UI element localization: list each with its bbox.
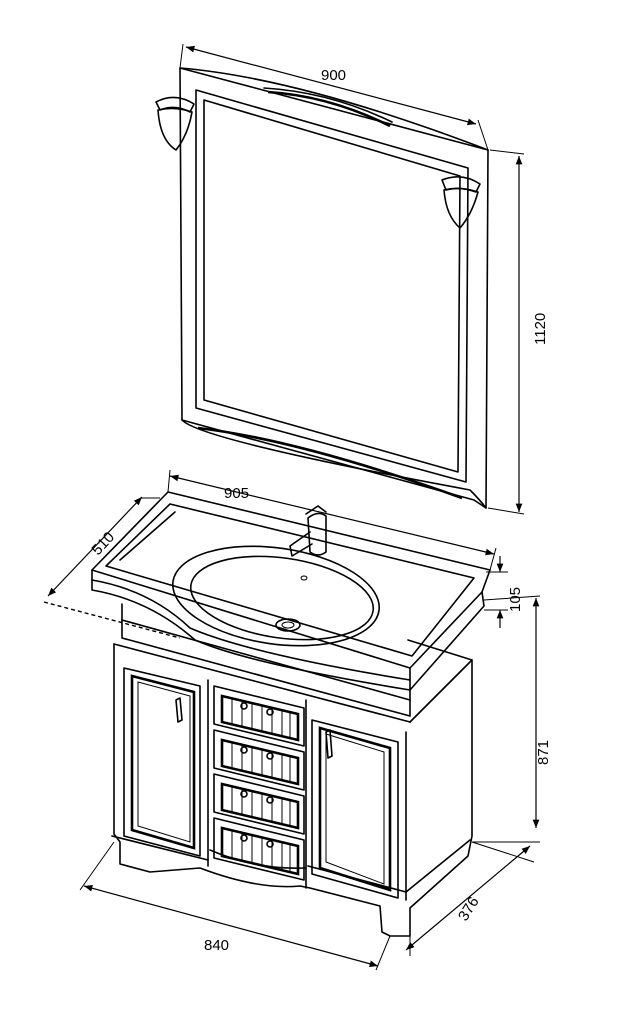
sink-countertop xyxy=(91,491,491,691)
drawer-2-knob-right-icon xyxy=(266,752,274,760)
mirror-height-dimension: 1120 xyxy=(487,149,549,515)
cabinet-height-dimension: 871 xyxy=(471,595,552,863)
drawer-3 xyxy=(213,773,305,835)
drawer-2-knob-left-icon xyxy=(240,746,248,754)
drawer-3-knob-left-icon xyxy=(240,790,248,798)
cabinet-width-label: 840 xyxy=(204,937,229,954)
cabinet xyxy=(111,603,473,937)
basin xyxy=(171,545,381,647)
sink-thickness-dimension: 105 xyxy=(484,556,524,628)
mirror-height-label: 1120 xyxy=(532,313,549,345)
cabinet-width-dimension: 840 xyxy=(79,841,391,971)
drawer-3-knob-right-icon xyxy=(266,796,274,804)
sink-thickness-label: 105 xyxy=(507,587,524,612)
left-door xyxy=(123,667,201,857)
overflow-icon xyxy=(300,575,308,581)
drawer-2 xyxy=(213,729,305,791)
cabinet-depth-dimension: 376 xyxy=(405,841,540,956)
right-sconce-lamp xyxy=(441,176,481,229)
left-sconce-lamp xyxy=(155,96,195,151)
mirror-width-label: 900 xyxy=(321,67,346,84)
drawer-1-knob-left-icon xyxy=(240,702,248,710)
sink-depth-label: 510 xyxy=(88,529,118,559)
drawer-4-knob-right-icon xyxy=(266,840,274,848)
mirror-width-dimension: 900 xyxy=(179,43,489,151)
sink-width-label: 905 xyxy=(224,485,249,502)
right-door-handle-icon xyxy=(325,729,333,759)
drawer-1-knob-right-icon xyxy=(266,708,274,716)
drawer-1 xyxy=(213,685,305,747)
left-door-handle-icon xyxy=(175,697,183,723)
drawer-4-knob-left-icon xyxy=(240,834,248,842)
mirror xyxy=(179,67,489,509)
cabinet-height-label: 871 xyxy=(535,740,552,765)
right-door xyxy=(311,719,399,899)
faucet-icon xyxy=(289,505,327,557)
cabinet-depth-label: 376 xyxy=(455,894,483,924)
drain-icon xyxy=(275,618,301,632)
drawer-4 xyxy=(213,817,305,881)
sink-width-dimension: 905 xyxy=(167,469,497,571)
